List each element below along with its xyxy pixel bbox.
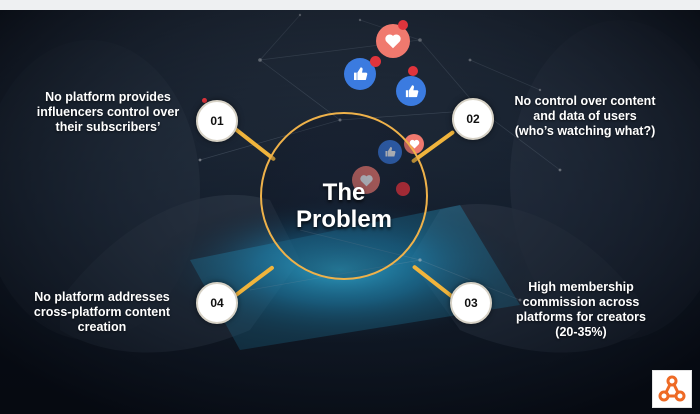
point-04-text: No platform addresses cross-platform con… [14, 290, 190, 335]
point-04-line-1: No platform addresses [34, 290, 170, 304]
point-04-line-2: cross-platform content [33, 305, 171, 319]
point-03-text: High membership commission across platfo… [498, 280, 664, 340]
point-03-line-4: (20-35%) [555, 325, 607, 339]
top-strip [0, 0, 700, 10]
point-02-line-1: No control over content [514, 94, 656, 108]
notification-badge [398, 20, 408, 30]
notification-badge [408, 66, 418, 76]
point-number-04: 04 [196, 282, 238, 324]
point-03-line-2: commission across [522, 295, 640, 309]
point-04-line-3: creation [77, 320, 127, 334]
thumbs-up-icon [396, 76, 426, 106]
center-ring [260, 112, 428, 280]
thumbs-up-icon [344, 58, 376, 90]
title-line-1: The [322, 179, 366, 206]
notification-badge [370, 56, 381, 67]
title-line-2: Problem [295, 206, 393, 233]
point-number-02: 02 [452, 98, 494, 140]
point-03-line-3: platforms for creators [516, 310, 646, 324]
point-02-text: No control over content and data of user… [500, 94, 670, 139]
point-01-line-3: their subscribers’ [55, 120, 161, 134]
point-number-01: 01 [196, 100, 238, 142]
network-triangle-logo-icon [652, 370, 692, 408]
point-01-text: No platform provides influencers control… [20, 90, 196, 135]
notification-badge [202, 98, 207, 103]
point-02-line-3: (who’s watching what?) [514, 124, 656, 138]
point-03-line-1: High membership [528, 280, 634, 294]
point-02-line-2: and data of users [533, 109, 637, 123]
point-01-line-2: influencers control over [36, 105, 180, 119]
point-number-03: 03 [450, 282, 492, 324]
point-01-line-1: No platform provides [45, 90, 171, 104]
